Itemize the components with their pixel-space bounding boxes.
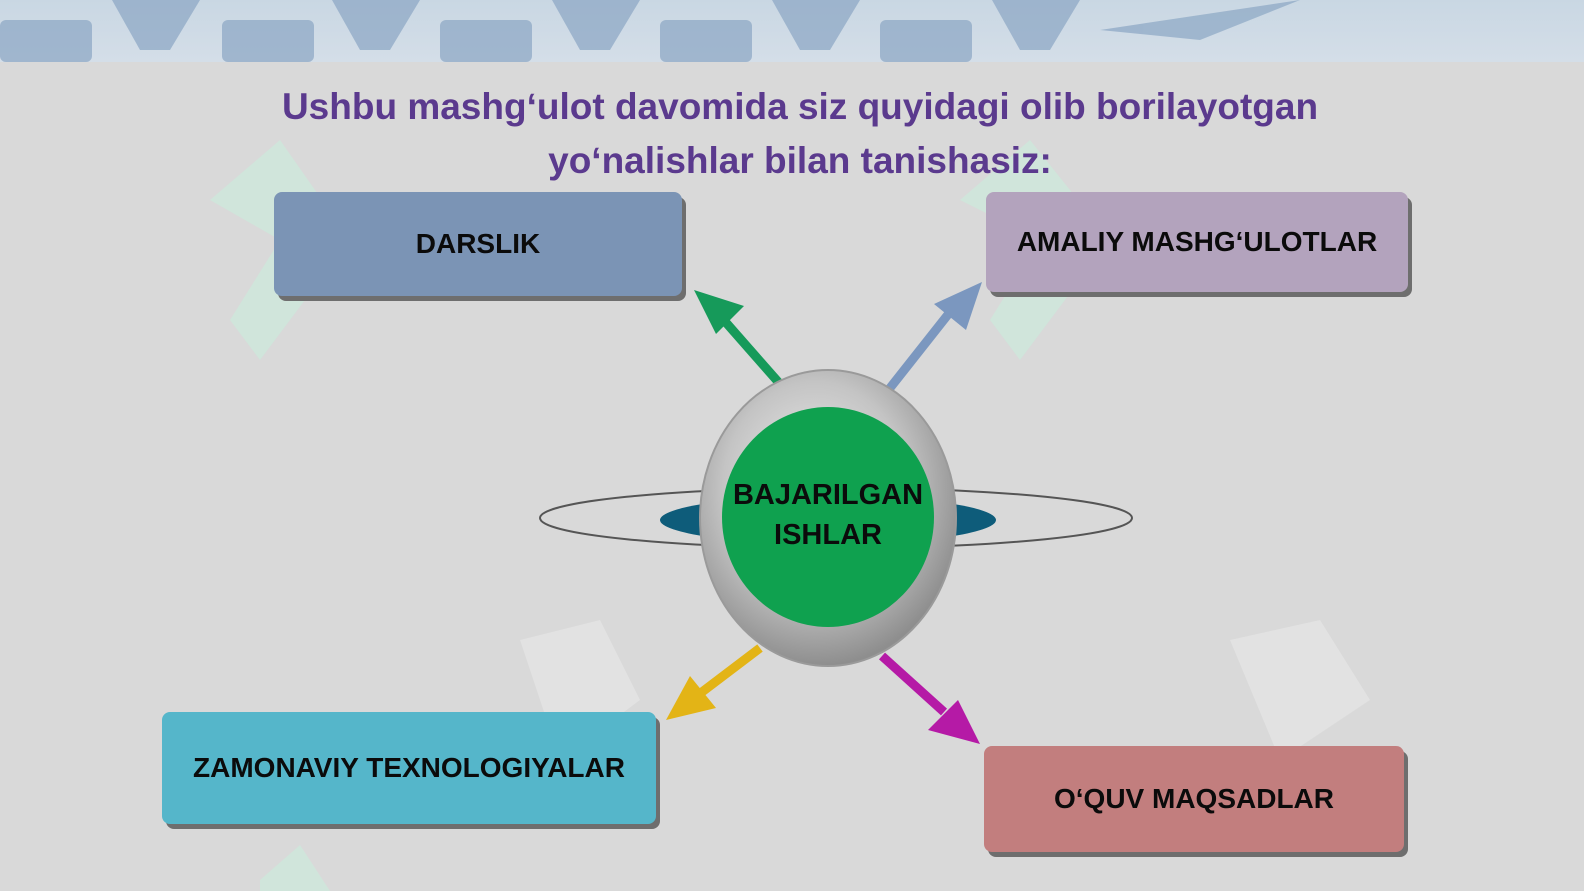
- center-circle: [722, 407, 934, 627]
- center-label: BAJARILGAN ISHLAR: [722, 475, 934, 555]
- arrow-to-darslik: [694, 290, 784, 387]
- center-label-line-1: BAJARILGAN: [732, 479, 924, 511]
- box-darslik: DARSLIK: [274, 192, 682, 296]
- box-oquv-maqsadlar: O‘QUV MAQSADLAR: [984, 746, 1404, 852]
- decorative-top-band: [0, 0, 1584, 62]
- arrow-to-oquv: [878, 652, 980, 744]
- page-title: Ushbu mashg‘ulot davomida siz quyidagi o…: [0, 80, 1584, 188]
- title-line-2: yo‘nalishlar bilan tanishasiz:: [548, 140, 1052, 181]
- box-amaliy-mashgulotlar: AMALIY MASHG‘ULOTLAR: [986, 192, 1408, 292]
- title-line-1: Ushbu mashg‘ulot davomida siz quyidagi o…: [281, 86, 1319, 127]
- arrow-to-amaliy: [886, 282, 982, 391]
- arrow-to-zamonaviy: [666, 644, 763, 720]
- center-label-line-2: ISHLAR: [774, 519, 882, 551]
- box-zamonaviy-texnologiyalar: ZAMONAVIY TEXNOLOGIYALAR: [162, 712, 656, 824]
